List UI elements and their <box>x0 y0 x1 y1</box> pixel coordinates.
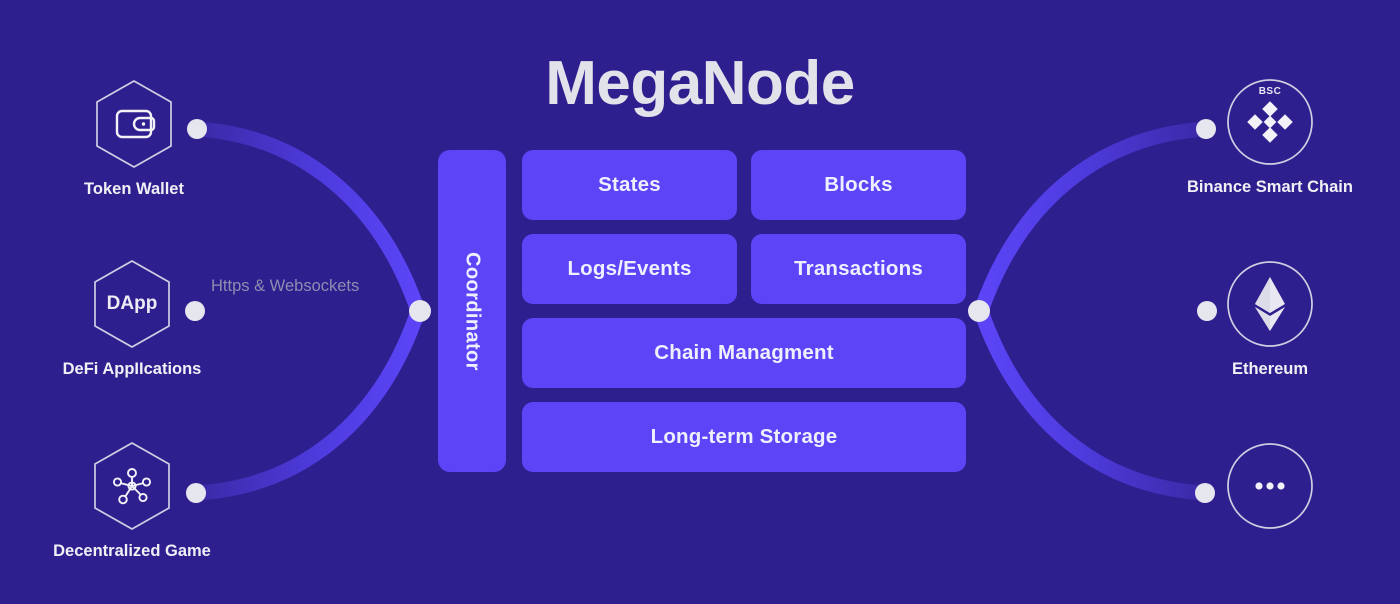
hexagon-outline-icon <box>96 80 172 168</box>
circle-frame: BSC <box>1227 76 1313 168</box>
coordinator-label: Coordinator <box>461 251 484 371</box>
module-transactions[interactable]: Transactions <box>751 234 966 304</box>
module-row: Long-term Storage <box>522 402 966 472</box>
module-row: Logs/Events Transactions <box>522 234 966 304</box>
chain-node-label: Ethereum <box>1231 360 1309 378</box>
chain-node-more[interactable] <box>1160 440 1380 542</box>
hexagon-frame <box>91 78 177 170</box>
module-long-term-storage[interactable]: Long-term Storage <box>522 402 966 472</box>
client-node-label: Token Wallet <box>84 180 184 198</box>
module-row: Chain Managment <box>522 318 966 388</box>
ethereum-logo-icon <box>1255 277 1285 331</box>
coordinator-panel[interactable]: Coordinator <box>438 150 506 472</box>
client-node-decentralized-game[interactable]: Decentralized Game <box>22 440 242 561</box>
circle-frame <box>1227 258 1313 350</box>
bsc-logo-icon <box>1247 101 1293 143</box>
hexagon-outline-icon <box>94 260 170 348</box>
client-node-label: DeFi AppIIcations <box>62 360 202 378</box>
circle-frame <box>1227 440 1313 532</box>
client-node-label: Decentralized Game <box>53 542 211 560</box>
page-title: MegaNode <box>545 49 855 118</box>
module-blocks[interactable]: Blocks <box>751 150 966 220</box>
module-logs-events[interactable]: Logs/Events <box>522 234 737 304</box>
client-node-token-wallet[interactable]: Token Wallet <box>24 78 244 199</box>
network-icon <box>112 468 152 505</box>
circle-outline-icon <box>1227 443 1313 529</box>
circle-outline-icon <box>1227 79 1313 165</box>
wallet-icon <box>115 109 156 139</box>
hub-dot-right <box>968 300 990 322</box>
bsc-badge: BSC <box>1258 86 1282 97</box>
client-node-defi-applications[interactable]: DApp DeFi AppIIcations <box>22 258 242 379</box>
module-grid: States Blocks Logs/Events Transactions C… <box>522 150 966 472</box>
protocol-label: Https & Websockets <box>211 277 360 295</box>
hub-dot-left <box>409 300 431 322</box>
module-chain-management[interactable]: Chain Managment <box>522 318 966 388</box>
hexagon-frame: DApp <box>89 258 175 350</box>
chain-node-binance-smart-chain[interactable]: BSC Binance Smart Chain <box>1160 76 1380 197</box>
circle-outline-icon <box>1227 261 1313 347</box>
ellipsis-icon <box>1255 482 1285 490</box>
chain-node-label: Binance Smart Chain <box>1187 178 1353 196</box>
hexagon-outline-icon <box>94 442 170 530</box>
module-states[interactable]: States <box>522 150 737 220</box>
chain-node-ethereum[interactable]: Ethereum <box>1160 258 1380 379</box>
dapp-icon: DApp <box>106 293 158 314</box>
module-row: States Blocks <box>522 150 966 220</box>
hexagon-frame <box>89 440 175 532</box>
